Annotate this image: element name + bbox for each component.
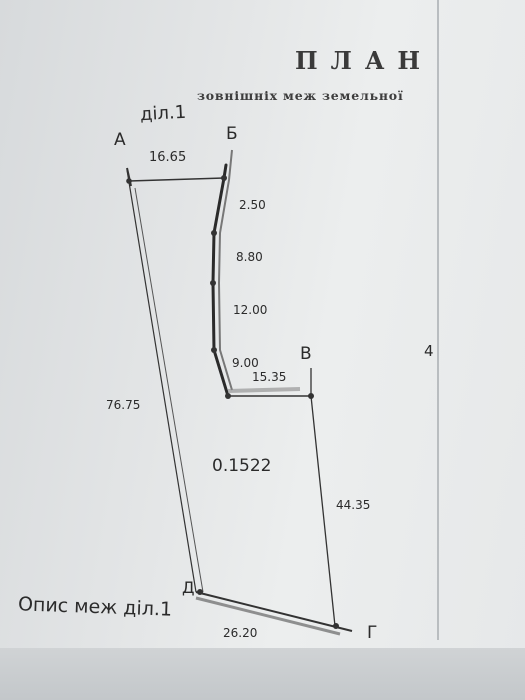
- vertex-g-label: Г: [367, 623, 378, 643]
- boundary-ab: [128, 177, 225, 182]
- boundary-da: [126, 169, 197, 593]
- length-b4: 9.00: [232, 356, 259, 370]
- length-da: 76.75: [106, 398, 141, 412]
- boundary-dg-shade: [195, 596, 341, 636]
- vertex-marker: [126, 178, 132, 184]
- length-b2: 8.80: [236, 250, 263, 264]
- length-b1: 2.50: [239, 198, 266, 212]
- length-gd: 26.20: [223, 626, 258, 640]
- plan-subtitle: зовнішніх меж земельної: [197, 88, 404, 103]
- length-vg: 44.35: [336, 498, 371, 512]
- length-bv: 15.35: [252, 370, 287, 384]
- vertex-marker: [225, 393, 231, 399]
- parcel-label: діл.1: [139, 101, 187, 126]
- vertex-marker: [211, 230, 217, 236]
- vertex-marker: [211, 347, 217, 353]
- page-bottom-shadow: [0, 648, 525, 700]
- vertex-v-label: В: [300, 344, 312, 364]
- vertex-marker: [197, 589, 203, 595]
- length-b3: 12.00: [233, 303, 268, 317]
- boundary-dg: [195, 591, 353, 632]
- page-fold-line: [437, 0, 439, 640]
- parcel-area: 0.1522: [212, 456, 272, 476]
- boundary-bv-shade: [227, 387, 301, 393]
- length-ab: 16.65: [149, 150, 187, 165]
- vertex-marker: [308, 393, 314, 399]
- boundary-vg: [310, 368, 336, 627]
- vertex-d-label: Д: [182, 578, 195, 597]
- boundary-da-inner: [134, 187, 204, 593]
- plan-title: ПЛАН: [295, 46, 434, 75]
- vertex-marker: [333, 623, 339, 629]
- vertex-b-label: Б: [226, 124, 238, 144]
- vertex-a-label: А: [114, 130, 126, 150]
- boundary-b-shade: [217, 149, 233, 391]
- vertex-marker: [210, 280, 216, 286]
- vertex-marker: [221, 175, 227, 181]
- side-digit: 4: [424, 342, 434, 360]
